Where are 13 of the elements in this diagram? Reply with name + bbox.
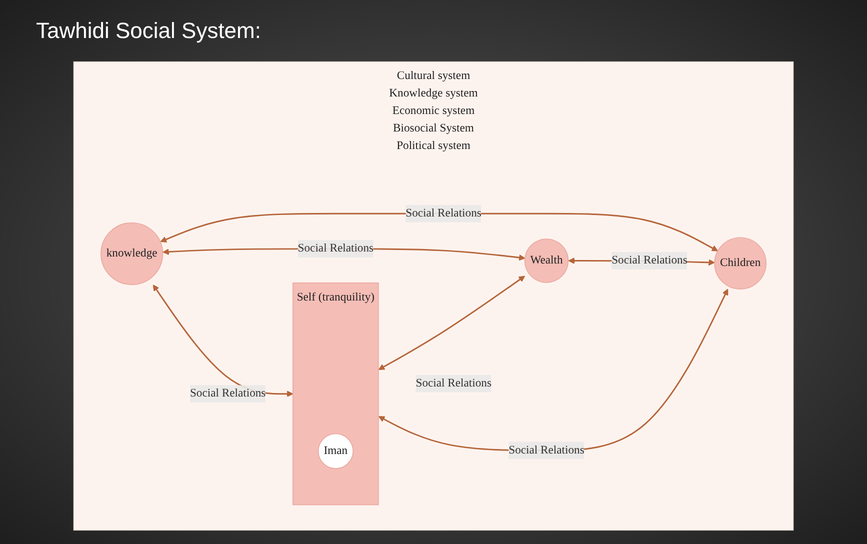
edge-label: Social Relations (298, 242, 374, 255)
node-circle: Children (714, 237, 766, 290)
edge-label: Social Relations (406, 207, 482, 220)
edge-label: Social Relations (612, 254, 688, 267)
diagram-title: Tawhidi Social System: (36, 18, 261, 44)
arrow (378, 276, 526, 370)
edge-label: Social Relations (190, 387, 266, 400)
edge-label: Social Relations (508, 444, 584, 456)
node-circle: Iman (318, 433, 354, 469)
node-circle: Wealth (524, 238, 569, 283)
edge-label: Social Relations (416, 376, 492, 390)
node-circle: knowledge (100, 222, 164, 285)
arrow (378, 288, 728, 452)
